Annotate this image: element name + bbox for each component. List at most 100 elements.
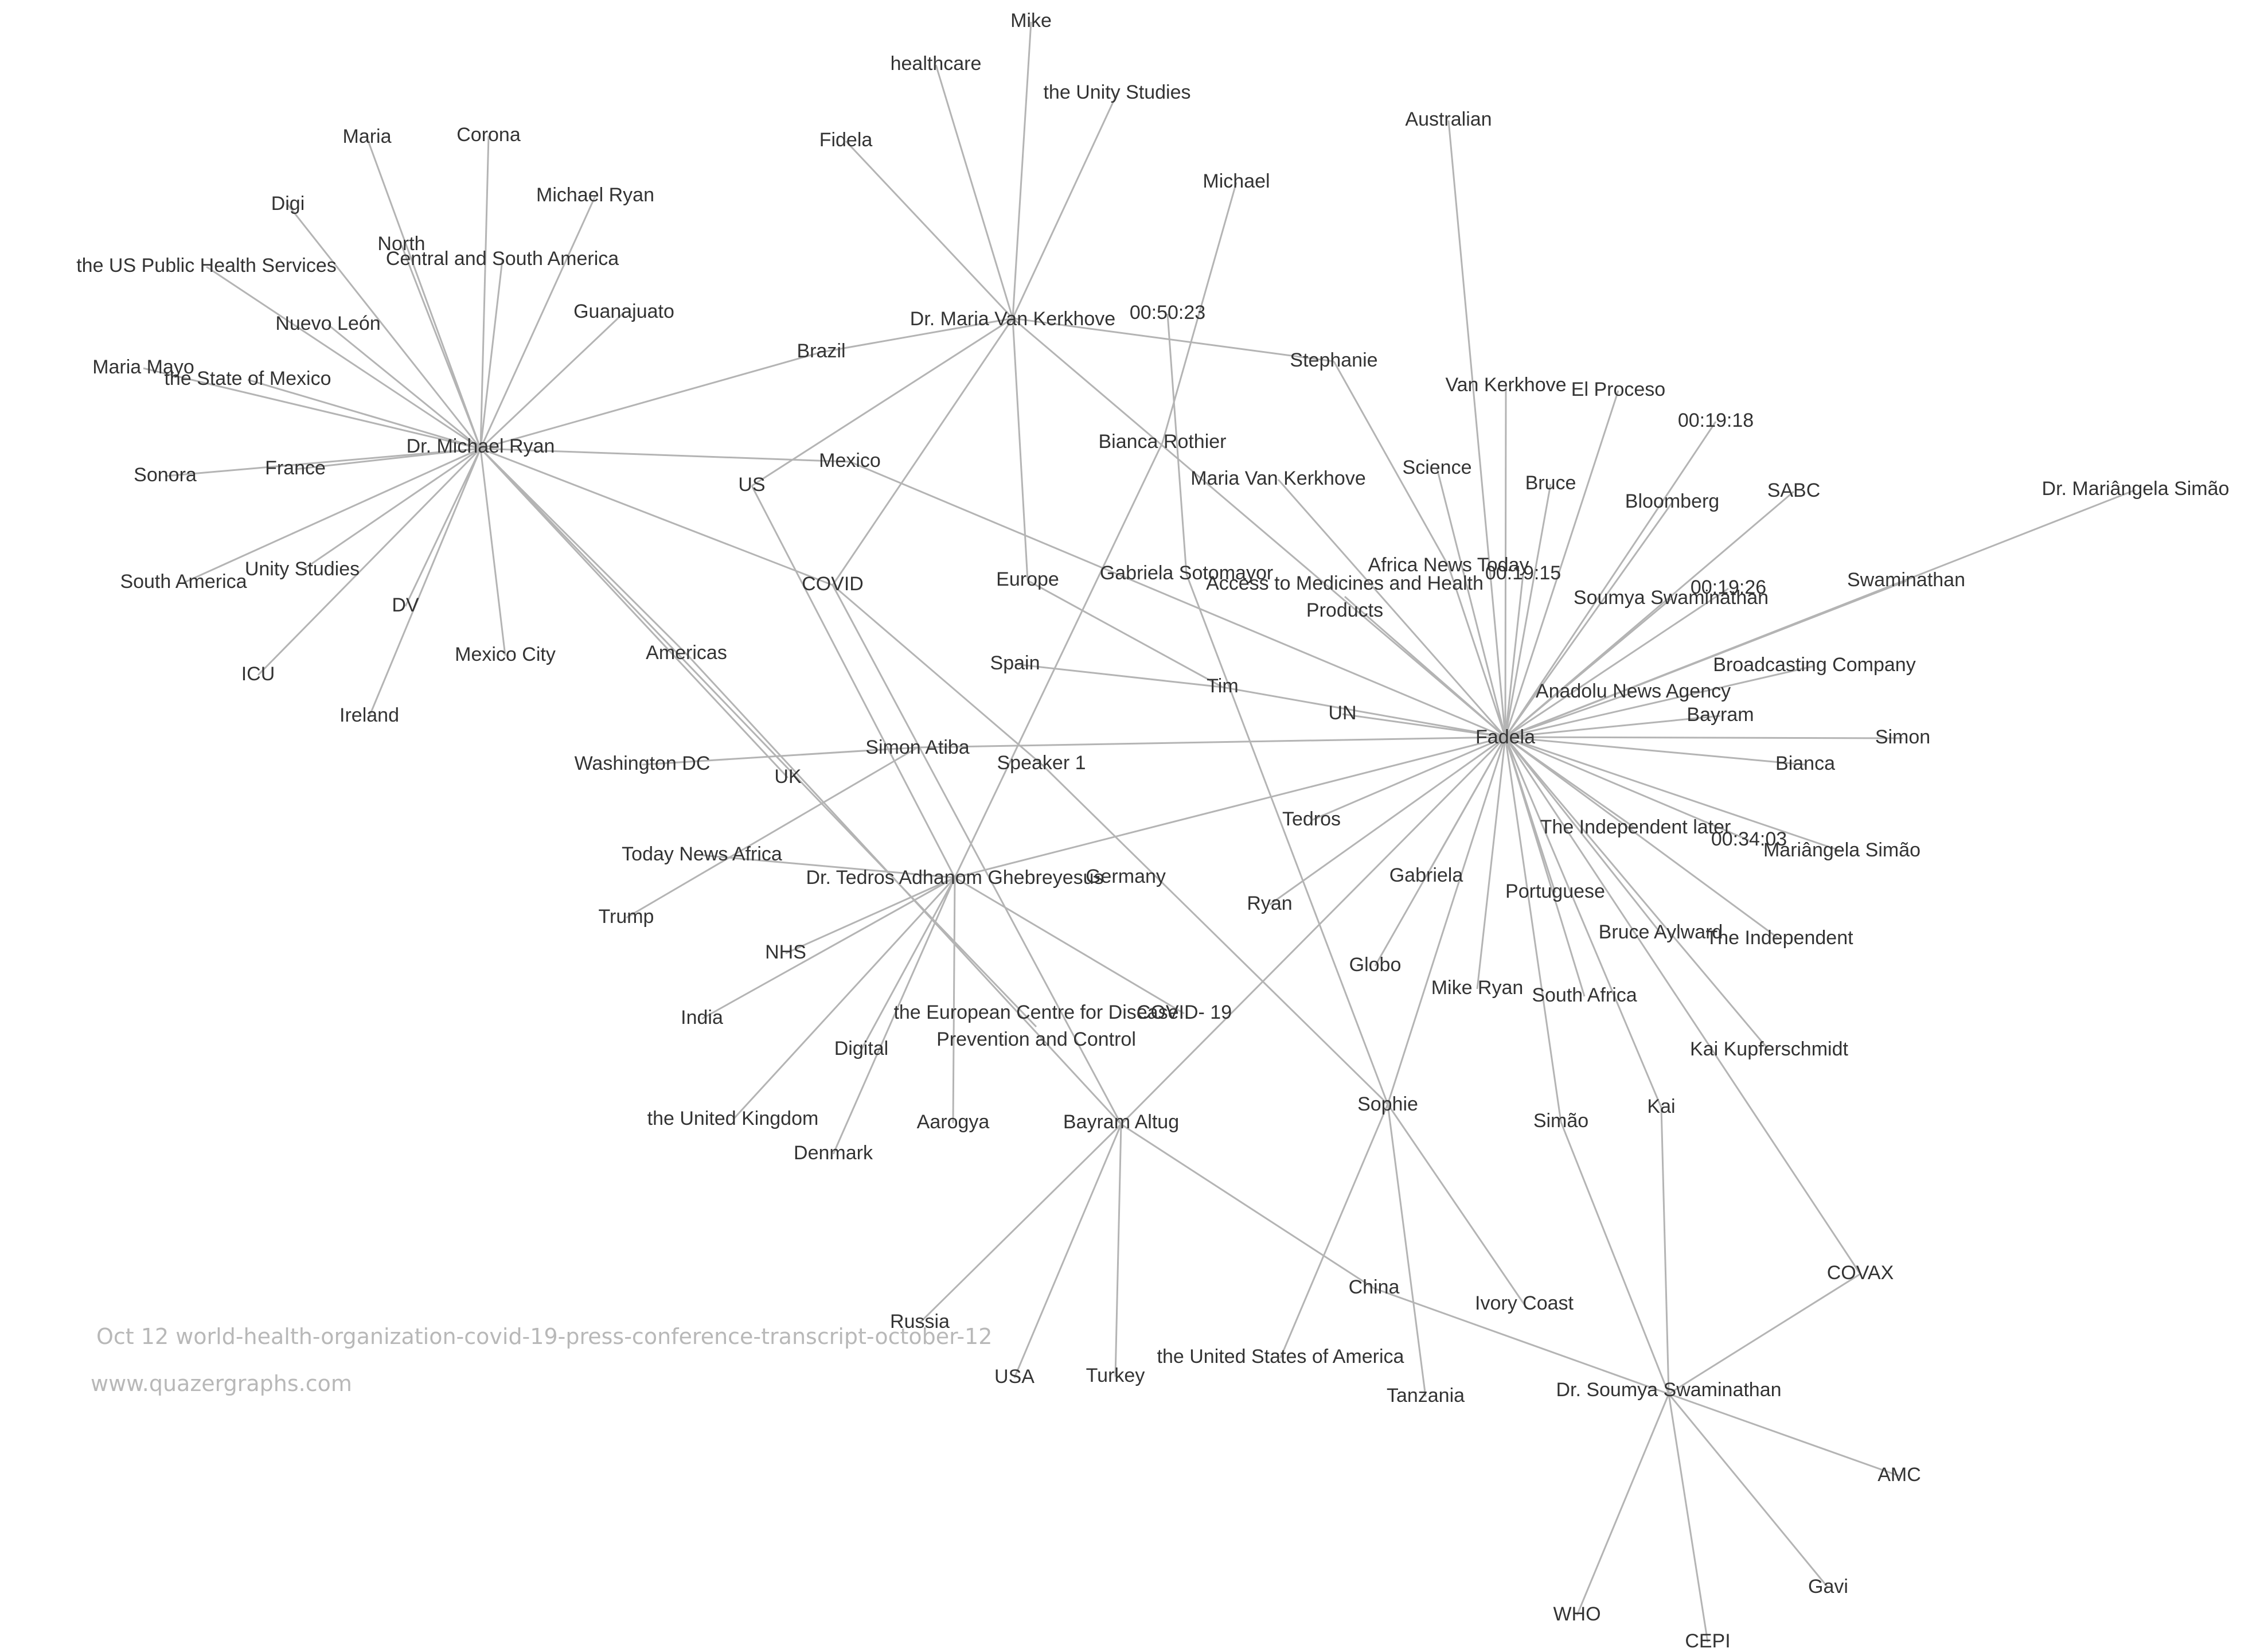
edge-kerkhove-stephanie (1012, 317, 1334, 363)
edge-michael-ryan-guanajuato (479, 311, 625, 450)
edge-kerkhove-fidela (845, 140, 1014, 320)
node-access-medicines-1: Access to Medicines and Health (1206, 572, 1484, 594)
node-simon: Simon (1875, 726, 1930, 748)
edge-covid-speaker-1 (832, 584, 1042, 765)
edge-michael-ryan-dv (404, 448, 482, 607)
edge-tedros-full-covid-19 (954, 876, 1185, 1015)
node-digital: Digital (834, 1038, 888, 1059)
edge-fadela-access-medicines-1 (1344, 595, 1506, 738)
edge-kerkhove-fadela (1012, 317, 1506, 738)
node-simao: Simão (1533, 1110, 1588, 1132)
edge-michael-ryan-france (295, 447, 481, 470)
edge-fadela-soumya (1505, 598, 1672, 738)
node-guanajuato: Guanajuato (573, 301, 674, 322)
edge-michael-bianca-rothier (1161, 182, 1238, 443)
node-michael: Michael (1203, 170, 1270, 192)
edge-fadela-timestamp-1918 (1504, 421, 1717, 738)
node-australian: Australian (1405, 108, 1492, 130)
edge-fadela-bianca (1505, 736, 1806, 766)
edge-bayram-altug-russia (919, 1123, 1122, 1324)
node-maria: Maria (342, 126, 391, 147)
edge-michael-ryan-maria (366, 137, 482, 449)
node-bruce-aylward: Bruce Aylward (1599, 921, 1723, 943)
edge-fadela-africa-news-today (1447, 566, 1506, 738)
node-south-africa: South Africa (1532, 984, 1637, 1006)
edge-michael-ryan-ireland (368, 448, 482, 717)
edge-fadela-kai (1504, 737, 1662, 1108)
node-unity-studies: Unity Studies (245, 558, 360, 580)
edge-soumya-dr-simao (1560, 1121, 1670, 1394)
node-mike-ryan: Mike Ryan (1431, 977, 1524, 999)
edge-simon-atiba-washington-dc (642, 746, 918, 766)
edge-bayram-altug-usa (1013, 1124, 1122, 1378)
node-csa: Central and South America (386, 248, 619, 270)
edge-sophie-gabriela-sotomayor (1185, 574, 1389, 1105)
node-ivory-coast: Ivory Coast (1475, 1292, 1574, 1314)
edge-fadela-van-kerkhove (1504, 385, 1507, 738)
node-covid: COVID (802, 573, 864, 595)
node-mexico: Mexico (819, 450, 881, 472)
node-digi: Digi (271, 193, 305, 215)
node-soumya-dr: Dr. Soumya Swaminathan (1556, 1379, 1781, 1401)
node-timestamp-3403: 00:34:03 (1711, 828, 1787, 850)
edge-spain-tim (1014, 663, 1223, 688)
node-maria-mayo: Maria Mayo (92, 356, 194, 378)
edge-sophie-tanzania (1387, 1104, 1427, 1397)
edge-fadela-maria-van-kerkhove (1277, 479, 1506, 738)
edge-michael-ryan-mexico-city (479, 448, 506, 656)
edge-kerkhove-us (751, 317, 1013, 487)
node-gabriela: Gabriela (1389, 864, 1463, 886)
edge-sophie-usa-country (1279, 1104, 1389, 1358)
edge-fadela-sophie (1387, 737, 1506, 1105)
edge-fadela-timestamp-1926 (1505, 587, 1729, 738)
edge-michael-ryan-us-phs (206, 266, 481, 450)
edge-fadela-bayram (1505, 715, 1721, 738)
node-amc: AMC (1877, 1464, 1921, 1486)
node-uk: UK (774, 766, 802, 788)
edge-bayram-altug-americas (685, 653, 1122, 1125)
node-tim: Tim (1207, 675, 1238, 697)
edge-soumya-dr-kai (1660, 1107, 1670, 1394)
node-michael-ryan: Dr. Michael Ryan (407, 435, 555, 457)
node-russia: Russia (890, 1311, 950, 1332)
node-united-kingdom: the United Kingdom (647, 1108, 819, 1129)
edge-michael-ryan-icu (257, 447, 482, 676)
edge-bayram-altug-covid (832, 585, 1122, 1125)
edge-tedros-full-us (751, 485, 956, 878)
node-spain: Spain (990, 652, 1040, 674)
node-germany: Germany (1086, 866, 1166, 887)
graph-edges (143, 21, 2136, 1643)
node-france: France (265, 457, 326, 479)
node-mexico-city: Mexico City (455, 644, 556, 665)
edge-michael-ryan-south-america (183, 447, 481, 584)
node-us: US (738, 474, 765, 496)
edge-michael-ryan-nuevo-leon (327, 324, 481, 450)
node-anadolu: Anadolu News Agency (1536, 680, 1731, 702)
edge-fadela-bruce-aylward (1504, 737, 1662, 934)
node-fidela: Fidela (819, 129, 873, 151)
node-corona: Corona (456, 124, 521, 146)
node-us-phs: the US Public Health Services (76, 255, 337, 276)
node-timestamp-1918: 00:19:18 (1678, 410, 1754, 431)
node-mariangela: Mariângela Simão (1763, 839, 1920, 861)
node-maria-van-kerkhove: Maria Van Kerkhove (1190, 467, 1366, 489)
node-nuevo-leon: Nuevo León (275, 313, 380, 334)
node-tedros-full: Dr. Tedros Adhanom Ghebreyesus (806, 867, 1103, 889)
node-un: UN (1328, 702, 1356, 724)
node-portuguese: Portuguese (1505, 880, 1605, 902)
edge-sophie-ivory-coast (1387, 1104, 1525, 1305)
node-bayram: Bayram (1687, 704, 1754, 726)
node-cepi: CEPI (1685, 1630, 1730, 1652)
edge-michael-ryan-brazil (480, 351, 822, 450)
node-south-america: South America (120, 571, 247, 593)
edge-fadela-bloomberg (1504, 502, 1673, 738)
edge-fadela-globo (1374, 737, 1506, 967)
edge-tedros-full-denmark (832, 877, 956, 1155)
node-ryan: Ryan (1247, 893, 1292, 914)
node-globo: Globo (1349, 954, 1402, 976)
edge-fadela-simao (1504, 737, 1562, 1123)
edge-fadela-tedros-full (954, 736, 1506, 879)
edge-michael-ryan-mexico (480, 447, 850, 463)
edge-fadela-ryan (1269, 736, 1506, 906)
